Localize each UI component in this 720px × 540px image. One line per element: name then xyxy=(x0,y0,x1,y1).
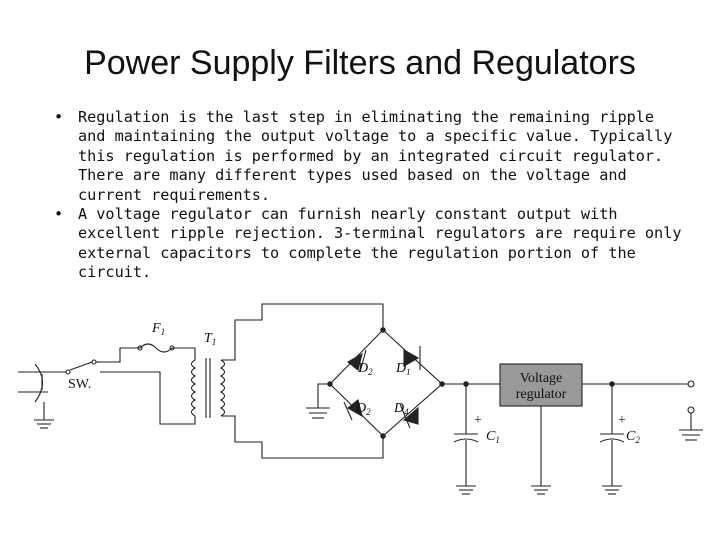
diode-label-lower-left: D2 xyxy=(355,401,371,417)
ground-symbol-bridge xyxy=(306,383,330,419)
capacitor-c2 xyxy=(599,384,625,495)
diode-label-lower-right: D4 xyxy=(393,401,409,417)
c2-label: C2 xyxy=(626,429,640,445)
regulator-label-line2: regulator xyxy=(516,387,567,402)
diode-d1-icon xyxy=(403,346,421,370)
junction-c2 xyxy=(609,381,615,387)
bullet-list: Regulation is the last step in eliminati… xyxy=(48,108,688,283)
diode-label-upper-right: D1 xyxy=(395,361,411,377)
voltage-regulator-block xyxy=(499,363,583,407)
transformer-t1 xyxy=(100,358,226,425)
bridge-bottom-wire xyxy=(221,415,384,459)
bridge-rectifier xyxy=(327,327,445,439)
diode-d2-lower-icon xyxy=(343,399,363,421)
output-terminal-ground xyxy=(687,406,695,414)
bullet-voltage-regulator: A voltage regulator can furnish nearly c… xyxy=(48,205,688,283)
bullet-regulation: Regulation is the last step in eliminati… xyxy=(48,108,688,205)
c2-polarity: + xyxy=(618,413,626,428)
diode-d2-upper-icon xyxy=(347,349,367,373)
c1-label: C1 xyxy=(486,429,500,445)
output-terminal-positive xyxy=(687,380,695,388)
power-plug-icon xyxy=(18,363,48,403)
slide-title: Power Supply Filters and Regulators xyxy=(84,44,636,82)
power-switch xyxy=(48,359,100,375)
junction-c1 xyxy=(463,381,469,387)
power-supply-circuit-diagram: SW. F1 T1 xyxy=(18,303,703,495)
ground-symbol-plug xyxy=(34,402,54,429)
fuse-label: F1 xyxy=(151,321,165,337)
c1-polarity: + xyxy=(474,413,482,428)
diode-d4-icon xyxy=(399,403,419,429)
ground-symbol-output xyxy=(679,413,703,441)
fuse-f1 xyxy=(100,343,196,363)
diode-label-upper-left: D2 xyxy=(357,361,373,377)
capacitor-c1 xyxy=(453,384,479,495)
ground-symbol-regulator xyxy=(531,406,551,495)
switch-label: SW. xyxy=(68,377,91,392)
transformer-label: T1 xyxy=(204,331,216,347)
regulator-label-line1: Voltage xyxy=(520,371,563,386)
bridge-top-wire xyxy=(221,303,384,361)
